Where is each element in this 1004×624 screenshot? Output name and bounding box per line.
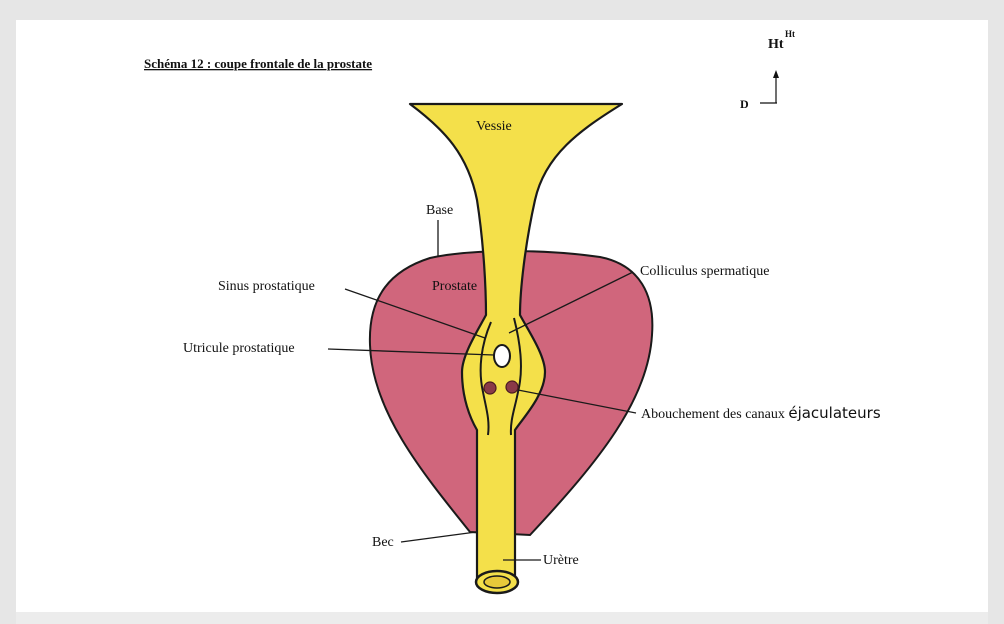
label-apex: Bec	[372, 535, 394, 550]
label-sinus: Sinus prostatique	[218, 279, 315, 294]
diagram-title: Schéma 12 : coupe frontale de la prostat…	[144, 56, 372, 71]
label-ejaculatory-part2: éjaculateurs	[788, 404, 880, 422]
label-urethra: Urètre	[543, 553, 579, 568]
label-prostate: Prostate	[432, 279, 477, 294]
orientation-indicator: Ht Ht D	[740, 29, 795, 111]
label-utricle: Utricule prostatique	[183, 341, 295, 356]
prostatic-utricle	[494, 345, 510, 367]
side-label: D	[740, 97, 749, 111]
orientation-up-arrow	[773, 70, 779, 78]
apex-leader-line	[401, 532, 476, 542]
left-ejaculatory-duct-opening	[484, 382, 496, 394]
label-ejaculatory-ducts: Abouchement des canaux éjaculateurs	[641, 404, 881, 422]
label-colliculus: Colliculus spermatique	[640, 264, 769, 279]
label-bladder: Vessie	[476, 119, 512, 134]
urethra-lumen	[484, 576, 510, 588]
superior-label: Ht	[768, 37, 784, 52]
label-base: Base	[426, 203, 453, 218]
superior-exponent: Ht	[785, 29, 795, 39]
label-ejaculatory-part1: Abouchement des canaux	[641, 407, 788, 422]
right-ejaculatory-duct-opening	[506, 381, 518, 393]
